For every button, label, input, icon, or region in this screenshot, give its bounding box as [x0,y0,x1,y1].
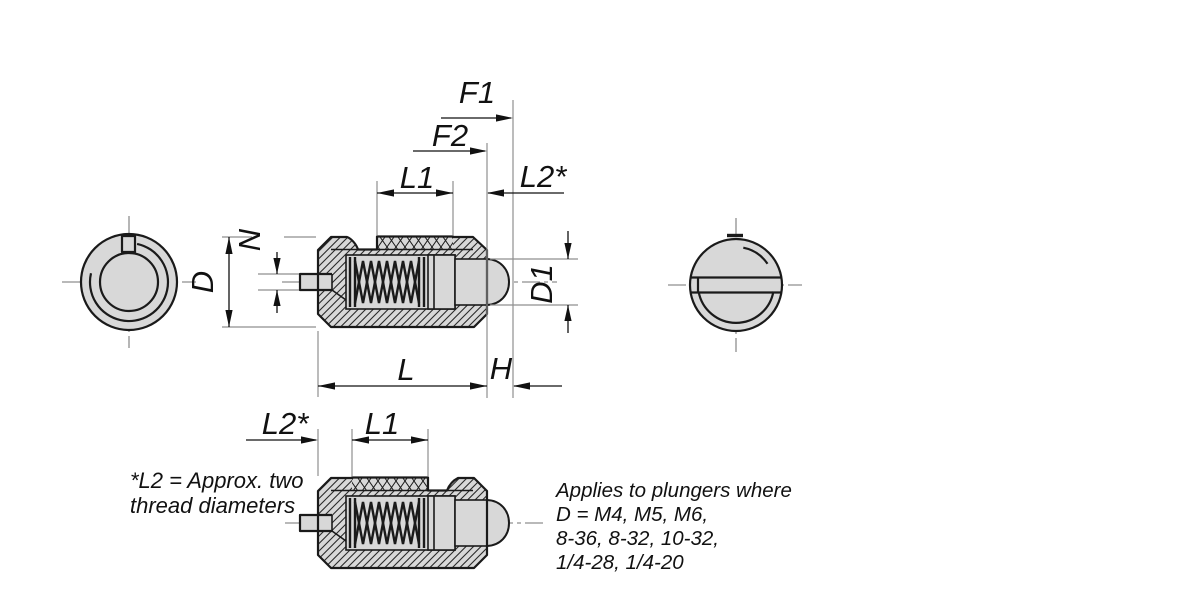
applies-note: Applies to plungers where D = M4, M5, M6… [554,479,792,574]
spring [348,257,426,307]
dim-label-l1-bottom: L1 [365,406,399,441]
dim-label-f1: F1 [459,75,495,110]
dim-l2-bottom: L2* [246,406,318,444]
applies-note-line4: 1/4-28, 1/4-20 [556,551,684,574]
dim-l1-top: L1 [377,160,453,197]
pin-nose [486,498,511,548]
dim-f1: F1 [441,75,513,122]
dimensions: F1 F2 L1 L2* D [185,75,578,398]
dim-d1: D1 [524,231,572,333]
dim-h: H [490,351,562,390]
dim-label-d1: D1 [524,264,559,304]
l2-note-line1: *L2 = Approx. two [130,468,303,493]
slot-fill [300,515,332,531]
pin-shaft [454,499,488,547]
slot-stub [298,272,332,292]
dim-label-l: L [397,352,414,387]
dim-n: N [232,228,281,313]
dim-label-l2-top: L2* [520,159,567,194]
dim-label-n: N [232,228,267,251]
slot-cavity-transition [331,530,347,542]
dim-label-f2: F2 [432,118,468,153]
thread-ring-arc [88,242,170,323]
slot-stub [298,513,332,533]
dim-l1-bottom: L1 [352,406,428,444]
pin-notch [120,234,137,254]
dim-d: D [185,237,233,327]
inner-arc-top [743,246,769,265]
spring [348,498,426,548]
slot-cavity-transition [331,289,347,301]
dimensions-bottom: L2* L1 [246,406,429,476]
applies-note-line1: Applies to plungers where [554,479,792,502]
applies-note-line2: D = M4, M5, M6, [556,503,708,526]
pin-shaft [454,258,488,306]
pin-nose [486,257,511,307]
left-end-view [62,216,196,348]
pin-flange [427,254,456,310]
outer-circle [688,237,784,333]
outer-circle [79,232,179,332]
l2-note-line2: thread diameters [130,493,295,518]
knurl-band [377,236,453,250]
applies-note-line3: 8-36, 8-32, 10-32, [556,527,719,550]
right-end-view [668,218,802,352]
dim-label-h: H [490,351,513,386]
main-section-view [282,235,557,329]
dim-label-d: D [185,271,220,293]
dim-label-l1-top: L1 [400,160,434,195]
body-outline [316,476,489,570]
dim-label-l2-bottom: L2* [262,406,309,441]
l2-note: *L2 = Approx. two thread diameters [130,468,303,518]
slot-fill [300,274,332,290]
dim-l2-top: L2* [487,159,567,197]
pin-flange [427,495,456,551]
knurl-band [352,477,428,491]
bottom-section-view [285,476,545,570]
dim-l: L [318,352,487,390]
inner-arc-bottom [697,291,775,324]
dim-f2: F2 [413,118,487,155]
